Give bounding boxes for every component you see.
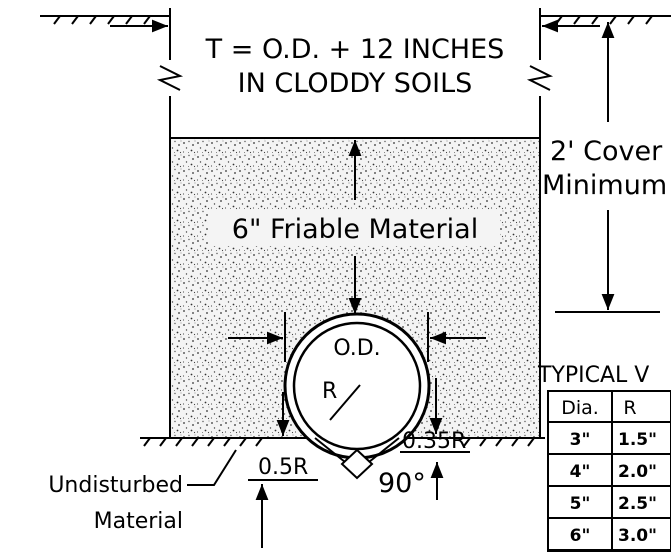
v-left-edge (314, 437, 346, 463)
dim-035r-label: 0.35R (402, 429, 466, 454)
cover-note-line1: 2' Cover (550, 136, 663, 167)
table-cell-dia: 4" (570, 462, 591, 482)
cover-dimension (555, 22, 660, 313)
undisturbed-label-line2: Material (94, 509, 183, 534)
table-cell-dia: 5" (570, 494, 591, 514)
pipe-radius-label: R (322, 379, 337, 404)
table-cell-r: 2.5" (618, 494, 657, 514)
table-header-r: R (623, 397, 636, 419)
dim-05r (248, 392, 318, 548)
table-cell-r: 1.5" (618, 430, 657, 450)
undisturbed-label-line1: Undisturbed (48, 473, 183, 498)
dim-05r-label: 0.5R (258, 455, 308, 480)
friable-label: 6" Friable Material (232, 214, 478, 245)
undisturbed-leader (187, 449, 237, 486)
v-bottom (340, 448, 374, 480)
table-header-dia: Dia. (561, 397, 599, 419)
table-cell-dia: 3" (570, 430, 591, 450)
ground-surface (40, 15, 671, 25)
table-cell-dia: 6" (570, 526, 591, 546)
table-cell-r: 3.0" (618, 526, 657, 546)
v-right-edge (368, 437, 400, 463)
pipe (283, 312, 431, 460)
dim-035r (400, 378, 470, 453)
od-arrows (228, 312, 486, 362)
trench-width-note-line2: IN CLODDY SOILS (238, 68, 473, 99)
angle-label: 90° (378, 468, 426, 499)
friable-label-backdrop (208, 210, 500, 246)
typical-table-title: TYPICAL V (537, 363, 649, 388)
typical-table (547, 390, 671, 552)
table-cell-r: 2.0" (618, 462, 657, 482)
pipe-od-label: O.D. (333, 336, 380, 361)
cover-note-line2: Minimum (542, 170, 667, 201)
trench-width-note-line1: T = O.D. + 12 INCHES (205, 34, 505, 65)
